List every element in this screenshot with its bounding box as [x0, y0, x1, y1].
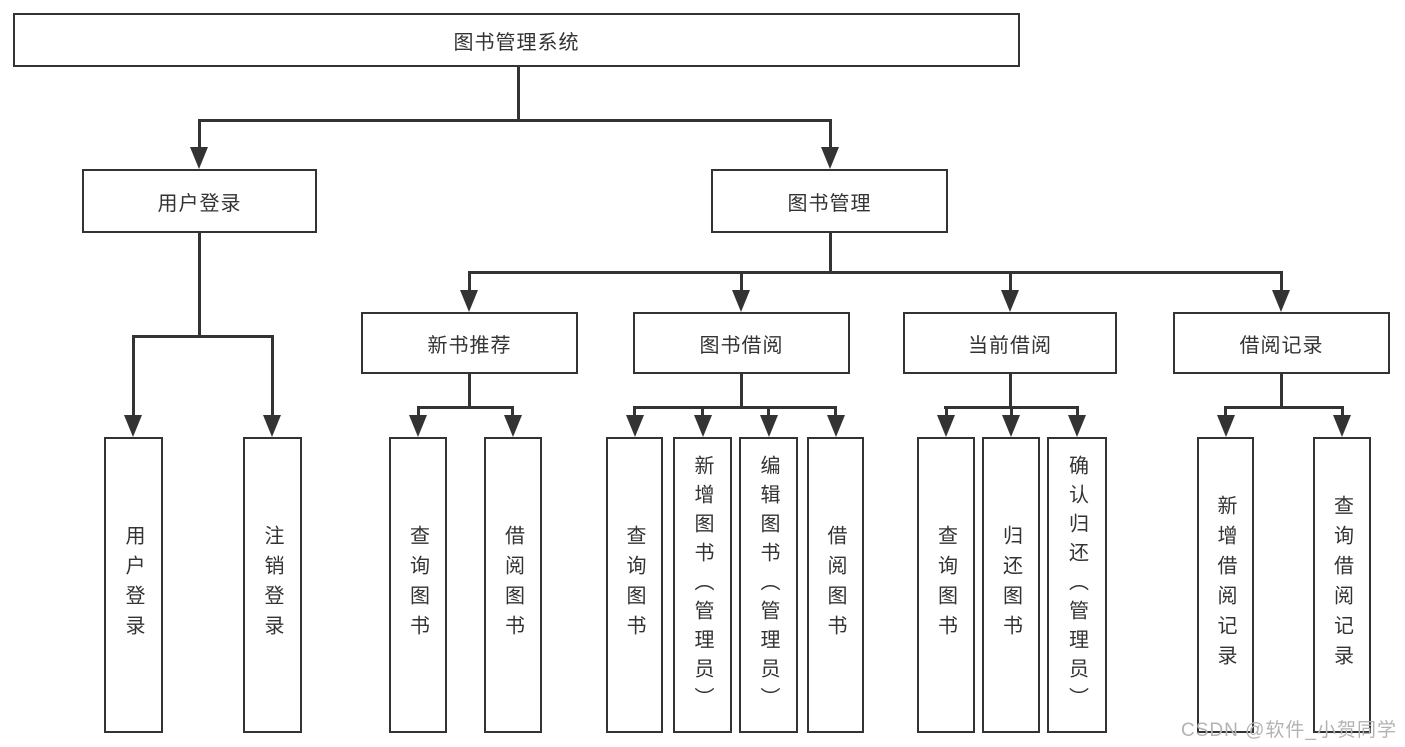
connector-vline: [511, 406, 514, 418]
leaf-user-login: 用户登录: [104, 437, 163, 733]
connector-vline: [517, 67, 520, 119]
node-user-login: 用户登录: [82, 169, 317, 233]
connector-vline: [829, 119, 832, 149]
arrowhead-down-icon: [124, 415, 142, 437]
leaf-bb-edit-books-admin: 编辑图书（管理员）: [739, 437, 798, 733]
connector-vline: [1076, 406, 1079, 418]
connector-vline: [468, 271, 471, 291]
connector-vline: [1280, 271, 1283, 291]
connector-vline: [417, 406, 420, 418]
leaf-br-query-borrow-record: 查询借阅记录: [1313, 437, 1371, 733]
connector-vline: [1009, 374, 1012, 406]
arrowhead-down-icon: [460, 290, 478, 312]
arrowhead-down-icon: [827, 415, 845, 437]
arrowhead-down-icon: [1333, 415, 1351, 437]
leaf-cb-confirm-return-admin: 确认归还（管理员）: [1047, 437, 1107, 733]
arrowhead-down-icon: [760, 415, 778, 437]
arrowhead-down-icon: [1217, 415, 1235, 437]
arrowhead-down-icon: [1001, 290, 1019, 312]
arrowhead-down-icon: [263, 415, 281, 437]
leaf-cb-return-books: 归还图书: [982, 437, 1040, 733]
connector-vline: [633, 406, 636, 418]
connector-vline: [1280, 374, 1283, 406]
leaf-bb-borrow-books: 借阅图书: [807, 437, 864, 733]
connector-vline: [740, 271, 743, 291]
connector-hline: [417, 406, 514, 409]
leaf-cb-query-books: 查询图书: [917, 437, 975, 733]
arrowhead-down-icon: [626, 415, 644, 437]
connector-vline: [1010, 406, 1013, 418]
watermark: CSDN @软件_小贺同学: [1181, 720, 1397, 741]
arrowhead-down-icon: [190, 147, 208, 169]
connector-vline: [945, 406, 948, 418]
connector-vline: [1341, 406, 1344, 418]
node-borrowing-records: 借阅记录: [1173, 312, 1390, 374]
connector-hline: [633, 406, 836, 409]
connector-hline: [468, 271, 1283, 274]
leaf-br-add-borrow-record: 新增借阅记录: [1197, 437, 1254, 733]
connector-hline: [1224, 406, 1343, 409]
connector-vline: [834, 406, 837, 418]
arrowhead-down-icon: [937, 415, 955, 437]
connector-vline: [740, 374, 743, 406]
connector-vline: [767, 406, 770, 418]
connector-hline: [132, 335, 274, 338]
arrowhead-down-icon: [732, 290, 750, 312]
arrowhead-down-icon: [1002, 415, 1020, 437]
arrowhead-down-icon: [1272, 290, 1290, 312]
arrowhead-down-icon: [821, 147, 839, 169]
leaf-bb-query-books: 查询图书: [606, 437, 663, 733]
connector-vline: [132, 335, 135, 417]
leaf-logout-login: 注销登录: [243, 437, 302, 733]
connector-vline: [701, 406, 704, 418]
arrowhead-down-icon: [504, 415, 522, 437]
arrowhead-down-icon: [694, 415, 712, 437]
connector-vline: [198, 233, 201, 335]
connector-vline: [1224, 406, 1227, 418]
connector-vline: [468, 374, 471, 406]
connector-vline: [198, 119, 201, 149]
leaf-nbr-query-books: 查询图书: [389, 437, 447, 733]
node-new-book-recommendation: 新书推荐: [361, 312, 578, 374]
connector-vline: [1009, 271, 1012, 291]
leaf-nbr-borrow-books: 借阅图书: [484, 437, 542, 733]
arrowhead-down-icon: [409, 415, 427, 437]
arrowhead-down-icon: [1068, 415, 1086, 437]
leaf-bb-add-books-admin: 新增图书（管理员）: [673, 437, 732, 733]
node-book-borrowing: 图书借阅: [633, 312, 850, 374]
node-book-management-system: 图书管理系统: [13, 13, 1020, 67]
node-current-borrowing: 当前借阅: [903, 312, 1117, 374]
node-book-management: 图书管理: [711, 169, 948, 233]
connector-hline: [198, 119, 832, 122]
connector-vline: [271, 335, 274, 417]
connector-vline: [829, 233, 832, 271]
